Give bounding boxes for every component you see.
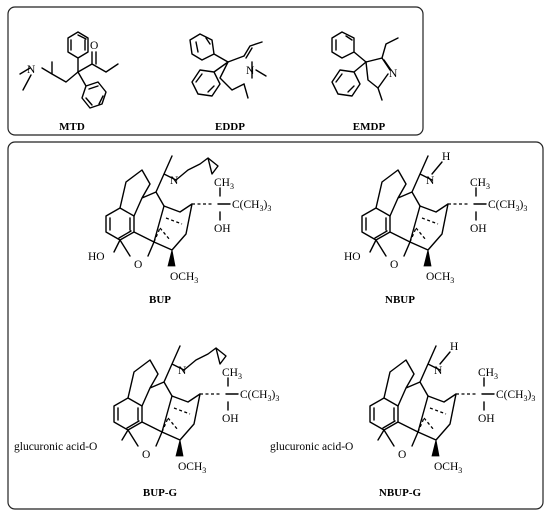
bup-hydroxyl: HO	[88, 251, 105, 263]
bup-g-methoxy: OCH3	[178, 461, 206, 475]
nbup-g-hydroxyl-tertiary: OH	[478, 413, 495, 425]
nbup-g-ring-oxygen: O	[398, 449, 406, 461]
bup-methyl: CH3	[214, 177, 234, 191]
bup-g-tert-butyl: C(CH3)3	[240, 389, 279, 403]
caption-nbup-g: NBUP-G	[379, 487, 422, 499]
nbup-g-methyl: CH3	[478, 367, 498, 381]
nbup-g-tert-butyl: C(CH3)3	[496, 389, 535, 403]
bup-g-hydroxyl-tertiary: OH	[222, 413, 239, 425]
nbup-tert-butyl: C(CH3)3	[488, 199, 527, 213]
caption-emdp: EMDP	[353, 121, 386, 133]
nbup-hydrogen: H	[442, 151, 450, 163]
bup-g-ring-oxygen: O	[142, 449, 150, 461]
bottom-panel-frame	[7, 141, 544, 510]
structure-emdp: N	[331, 31, 399, 101]
nbup-methoxy: OCH3	[426, 271, 454, 285]
bup-g-nitrogen: N	[178, 365, 187, 377]
caption-eddp: EDDP	[215, 121, 245, 133]
mtd-nitrogen: N	[27, 64, 36, 76]
nbup-ring-oxygen: O	[390, 259, 398, 271]
bup-methoxy: OCH3	[170, 271, 198, 285]
structure-bup-g: N glucuronic acid-O O OCH3 CH3 C(CH3)3 O…	[14, 345, 279, 475]
nbup-g-glucuronide: glucuronic acid-O	[270, 441, 353, 453]
caption-bup: BUP	[149, 294, 171, 306]
structure-nbup-g: N H glucuronic acid-O O OCH3 CH3 C(CH3)3…	[270, 341, 535, 475]
bup-ring-oxygen: O	[134, 259, 142, 271]
caption-mtd: MTD	[59, 121, 85, 133]
bup-g-glucuronide: glucuronic acid-O	[14, 441, 97, 453]
structure-bup: N HO O OCH3 CH3 C(CH3)3 OH	[88, 155, 271, 285]
bup-cyclopropylmethyl	[175, 157, 219, 181]
nbup-g-hydrogen: H	[450, 341, 458, 353]
nbup-hydroxyl-tertiary: OH	[470, 223, 487, 235]
bup-g-cyclopropylmethyl	[183, 347, 227, 371]
caption-nbup: NBUP	[385, 294, 415, 306]
top-panel-frame	[7, 6, 424, 136]
bup-g-methyl: CH3	[222, 367, 242, 381]
nbup-nitrogen: N	[426, 175, 435, 187]
bup-nitrogen: N	[170, 175, 179, 187]
emdp-nitrogen: N	[389, 68, 398, 80]
structure-nbup: N H HO O OCH3 CH3 C(CH3)3 OH	[344, 151, 527, 285]
nbup-hydroxyl: HO	[344, 251, 361, 263]
mtd-oxygen: O	[90, 40, 98, 52]
bup-tert-butyl: C(CH3)3	[232, 199, 271, 213]
nbup-g-methoxy: OCH3	[434, 461, 462, 475]
eddp-nitrogen: N	[246, 65, 255, 77]
structure-eddp: N	[189, 33, 267, 99]
structure-mtd: N O	[19, 31, 119, 109]
bup-hydroxyl-tertiary: OH	[214, 223, 231, 235]
nbup-g-nitrogen: N	[434, 365, 443, 377]
nbup-methyl: CH3	[470, 177, 490, 191]
caption-bup-g: BUP-G	[143, 487, 178, 499]
